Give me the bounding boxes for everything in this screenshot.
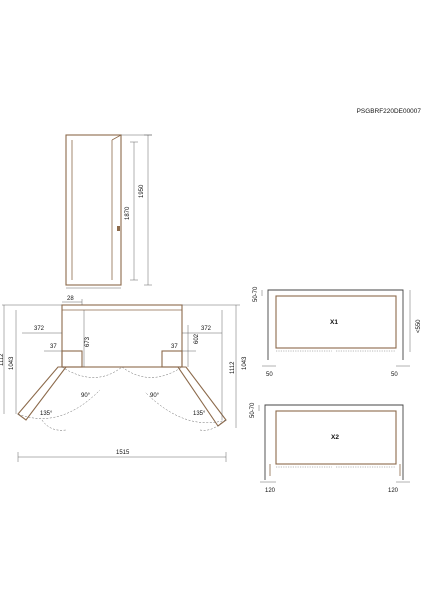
niche-x1-wall: [267, 289, 404, 360]
niche-x2-wall: [264, 404, 404, 480]
niche-x1-top-gap-label: 50-70: [253, 286, 259, 302]
height-total-label: 1950: [139, 184, 145, 198]
right-door-open: [176, 366, 227, 427]
side-view: 1950 1870: [65, 134, 152, 289]
left-outer-height-label: 1112: [0, 353, 5, 366]
right-inner-height-label: 1043: [242, 356, 248, 370]
niche-x2-top-gap-label: 50-70: [250, 402, 256, 418]
niche-x2: X2 50-70 120 120: [250, 402, 410, 494]
depth-left-label: 673: [85, 336, 91, 347]
left-swing-angle-label: 135°: [40, 411, 53, 417]
niche-x1: X1 50-70 <550 50 50: [253, 286, 422, 378]
right-door-angle-label: 90°: [150, 393, 160, 399]
niche-x2-right-gap-label: 120: [388, 488, 399, 494]
niche-x2-left-gap-label: 120: [265, 488, 276, 494]
right-outer-height-label: 1112: [230, 361, 236, 374]
left-door-swing-arc: [17, 389, 101, 419]
niche-x1-depth-label: <550: [416, 319, 422, 333]
top-view-cabinet: [61, 304, 183, 368]
left-door-angle-label: 90°: [81, 393, 91, 399]
niche-x1-left-gap-label: 50: [266, 372, 273, 378]
left-offset-top-label: 372: [34, 326, 45, 332]
left-door-hinge: [61, 350, 83, 368]
side-view-handle: [117, 226, 120, 231]
gap-label: 28: [67, 296, 74, 302]
side-view-body-outline: [65, 134, 122, 286]
niche-x2-appliance: [275, 410, 397, 465]
right-door-swing-arc: [144, 391, 227, 423]
niche-x1-right-gap-label: 50: [391, 372, 398, 378]
total-width-label: 1515: [116, 450, 130, 456]
left-offset-door-label: 37: [50, 344, 57, 350]
right-offset-door-label: 37: [171, 344, 178, 350]
niche-x1-label: X1: [330, 319, 338, 326]
left-inner-height-label: 1043: [9, 356, 15, 370]
right-door-hinge: [161, 350, 183, 368]
right-offset-top-label: 372: [201, 326, 212, 332]
top-view: 28 372 37 673 372 37 602 1112 1043 1112 …: [0, 296, 248, 462]
left-door-open: [17, 366, 68, 421]
niche-x2-label: X2: [331, 434, 339, 441]
product-code: PSGBRF220DE00007: [356, 108, 421, 115]
right-swing-angle-label: 135°: [193, 411, 206, 417]
height-body-label: 1870: [125, 206, 131, 220]
depth-right-label: 602: [194, 333, 200, 344]
